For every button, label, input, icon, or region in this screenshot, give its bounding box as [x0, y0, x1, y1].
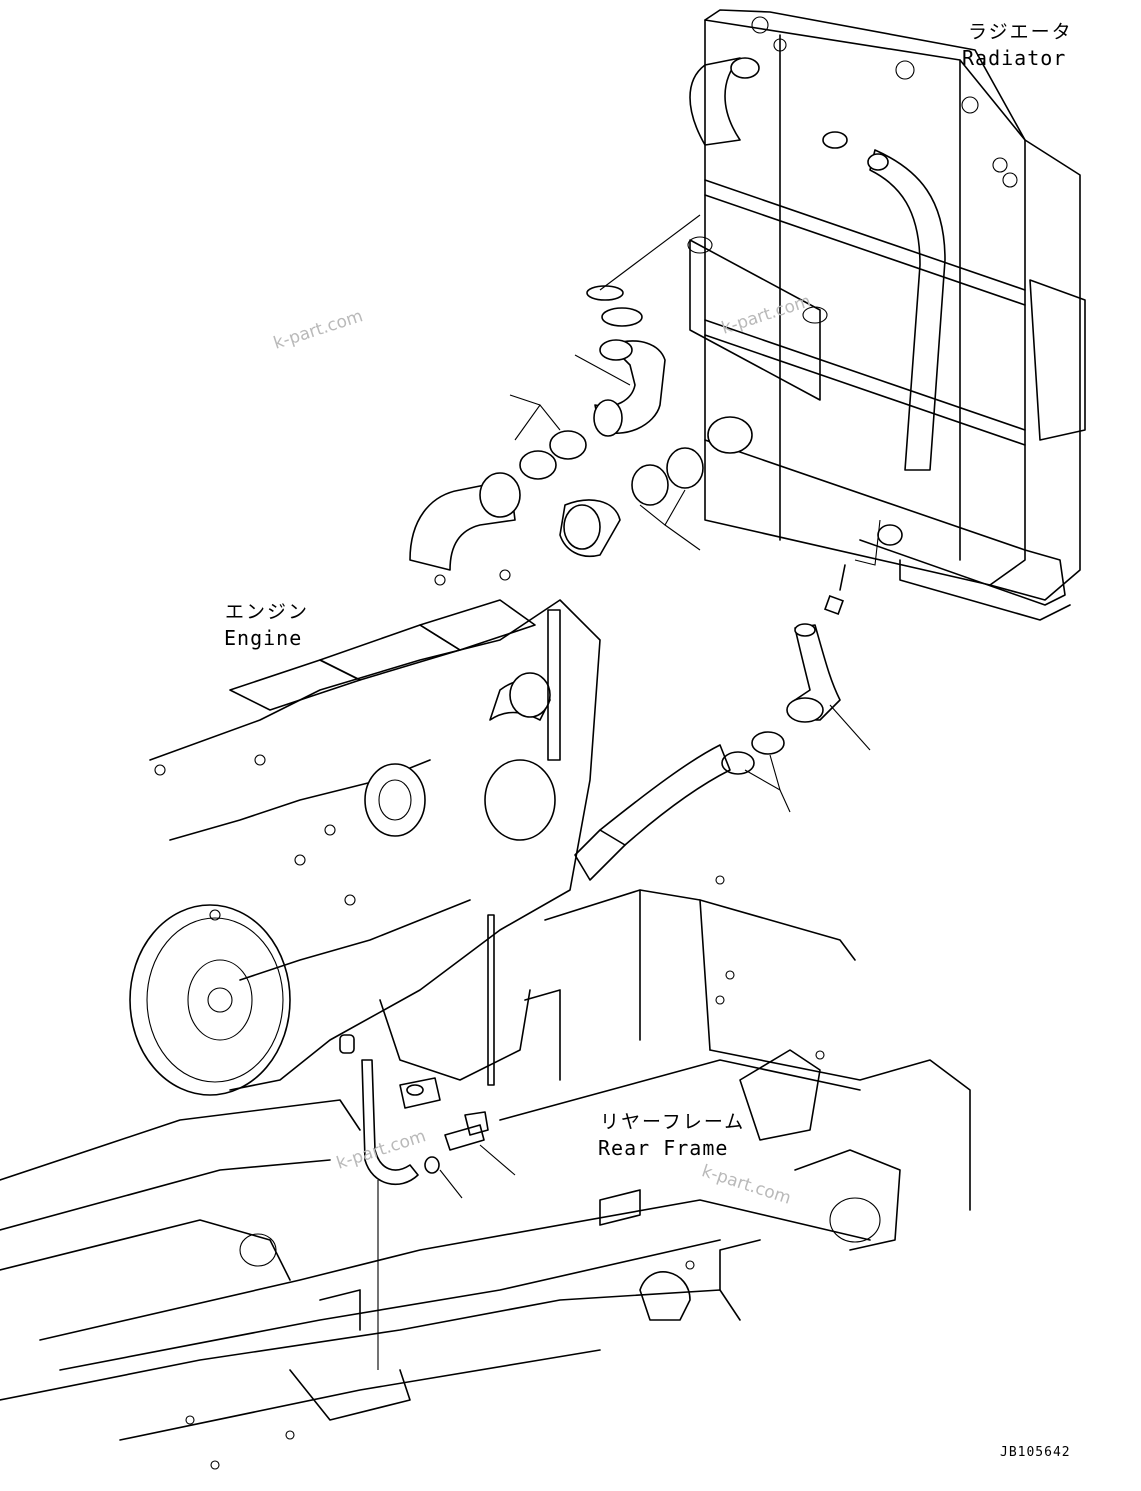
rear-frame [0, 875, 971, 1470]
engine [129, 472, 731, 1096]
drain-parts [339, 1034, 516, 1370]
engine-label: Engine [224, 626, 303, 650]
engine-label-jp: エンジン [225, 601, 310, 623]
drawing-code: JB105642 [1000, 1445, 1071, 1460]
radiator-label-jp: ラジエータ [968, 21, 1073, 43]
lower-hose [721, 519, 881, 813]
rear-frame-label: Rear Frame [598, 1136, 729, 1160]
hose-set [509, 214, 704, 557]
radiator-label: Radiator [962, 46, 1067, 70]
radiator [687, 9, 1086, 621]
rear-frame-label-jp: リヤーフレーム [600, 1111, 746, 1133]
